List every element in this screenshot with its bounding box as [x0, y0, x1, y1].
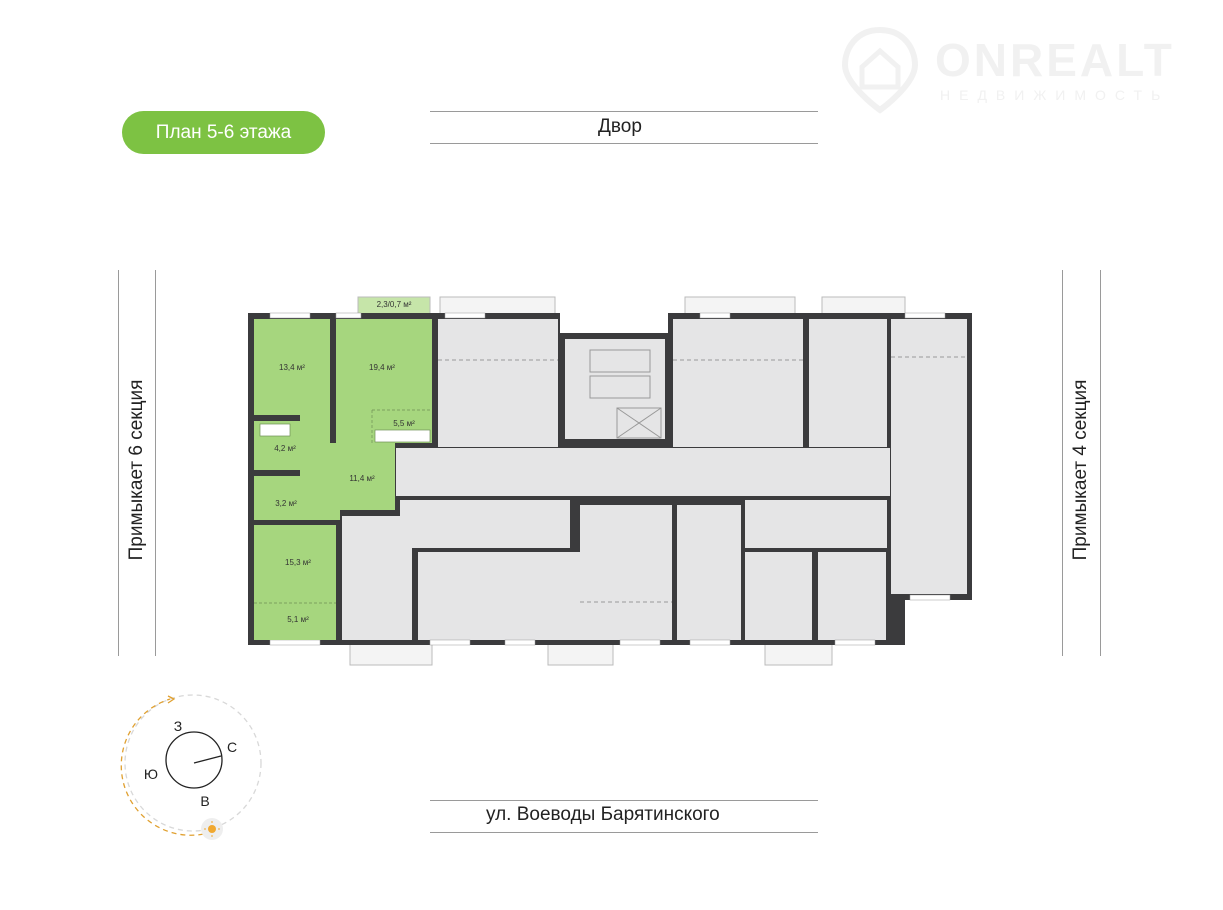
- highlighted-apartment: [254, 319, 432, 640]
- area-loggia: 5,1 м²: [287, 615, 309, 624]
- balcony: [547, 642, 614, 666]
- area-bath-1: 4,2 м²: [274, 444, 296, 453]
- room: [809, 319, 887, 447]
- bedroom-1: [254, 319, 330, 415]
- balcony: [684, 296, 796, 316]
- area-kitchen: 5,5 м²: [393, 419, 415, 428]
- area-balcony: 2,3/0,7 м²: [377, 300, 412, 309]
- arrow-icon: [167, 695, 176, 704]
- corridor: [396, 448, 890, 496]
- balcony: [349, 642, 433, 666]
- watermark-brand: ONREALT: [935, 34, 1175, 86]
- courtyard-label: Двор: [598, 116, 642, 137]
- bathroom-2: [254, 476, 300, 520]
- bedroom-2: [254, 525, 336, 640]
- balcony: [439, 296, 556, 316]
- living-kitchen: [336, 319, 432, 443]
- room: [818, 552, 886, 640]
- room: [438, 319, 558, 447]
- room: [891, 319, 967, 594]
- room: [745, 552, 812, 640]
- divider: [1062, 270, 1063, 656]
- compass-west: З: [174, 718, 182, 734]
- hall: [745, 500, 887, 548]
- divider: [118, 270, 119, 656]
- divider: [430, 832, 818, 833]
- balcony: [764, 642, 833, 666]
- divider: [430, 111, 818, 112]
- area-hall: 11,4 м²: [349, 474, 375, 483]
- hallway: [300, 415, 395, 520]
- area-bedroom-1: 13,4 м²: [279, 363, 305, 372]
- room: [418, 552, 601, 640]
- area-bedroom-2: 15,3 м²: [285, 558, 311, 567]
- kitchen: [677, 505, 741, 640]
- floor-badge: План 5-6 этажа: [122, 111, 325, 154]
- street-label: ул. Воеводы Барятинского: [486, 804, 720, 825]
- compass-north: С: [227, 739, 237, 755]
- divider: [430, 143, 818, 144]
- room: [580, 505, 672, 640]
- sun-path: [120, 698, 213, 836]
- balcony: [821, 296, 906, 316]
- divider: [430, 800, 818, 801]
- watermark-tagline: НЕДВИЖИМОСТЬ: [940, 87, 1170, 103]
- compass: [120, 694, 262, 840]
- area-bath-2: 3,2 м²: [275, 499, 297, 508]
- area-living: 19,4 м²: [369, 363, 395, 372]
- divider: [1100, 270, 1101, 656]
- house-pin-icon: [841, 26, 919, 114]
- compass-south: Ю: [144, 766, 158, 782]
- compass-east: В: [200, 793, 209, 809]
- stairwell: [565, 339, 665, 439]
- divider: [155, 270, 156, 656]
- room: [673, 319, 803, 447]
- bathrooms: [400, 500, 570, 548]
